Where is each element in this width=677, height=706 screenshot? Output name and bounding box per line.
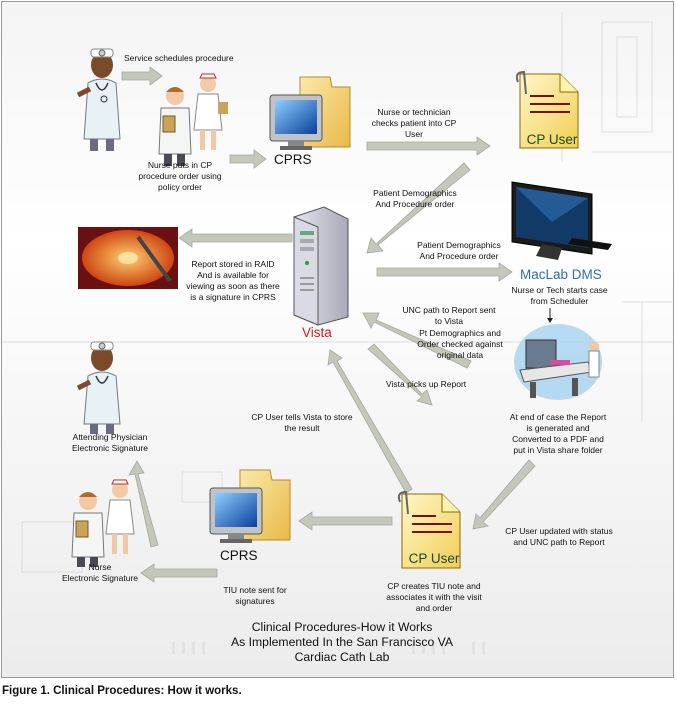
- cath-lab-icon: [514, 324, 602, 400]
- document-icon: [515, 70, 579, 149]
- arrow-maclab-to-vista-unc: [362, 312, 472, 369]
- nurse-icon: [105, 479, 135, 554]
- computer-monitor-icon: [209, 469, 291, 543]
- label-cprs-top: CPRS: [274, 152, 312, 167]
- arrow-vista-to-case-end: [367, 343, 433, 406]
- arrow-case-end-to-cpuser: [472, 459, 536, 530]
- label-patient-demo-2: Patient Demographics And Procedure order: [417, 240, 501, 261]
- nurse-icon: [158, 87, 192, 166]
- label-nurse-sig: Nurse Electronic Signature: [61, 562, 139, 583]
- label-nurse-puts-order: Nurse puts in CP procedure order using p…: [138, 160, 222, 192]
- figure-caption: Figure 1. Clinical Procedures: How it wo…: [2, 685, 242, 697]
- arrow-cprs-to-cpuser: [366, 136, 491, 156]
- widescreen-monitor-icon: [511, 181, 612, 260]
- server-icon: [293, 206, 349, 326]
- arrow-cpuser-to-vista-store: [327, 349, 413, 494]
- label-cp-user-tells: CP User tells Vista to store the result: [251, 412, 353, 433]
- label-maclab: MacLab DMS: [520, 267, 602, 282]
- label-attending-sig: Attending Physician Electronic Signature: [71, 432, 149, 453]
- label-vista-picks-up: Vista picks up Report: [386, 379, 467, 389]
- label-cp-user-updated: CP User updated with status and UNC path…: [505, 526, 613, 547]
- nurse-icon: [71, 492, 105, 567]
- label-tiu-sent: TIU note sent for signatures: [223, 585, 287, 606]
- diagram-title: Clinical Procedures-How it Works As Impl…: [231, 620, 453, 664]
- label-service-schedules: Service schedules procedure: [124, 53, 234, 63]
- arrow-cpuser-to-cprs: [298, 511, 393, 531]
- diagram-frame: Service schedules procedure Nurse puts i…: [1, 1, 674, 678]
- label-cp-creates-tiu: CP creates TIU note and associates it wi…: [386, 581, 482, 613]
- label-pt-demo-checked: Pt Demographics and Order checked agains…: [417, 328, 503, 360]
- arrow-cprs-to-nurse-sig: [140, 563, 218, 583]
- arrow-service-to-nurse: [121, 66, 163, 86]
- arrow-vista-to-raid: [178, 228, 293, 248]
- label-nurse-starts-case: Nurse or Tech starts case from Scheduler: [511, 285, 608, 306]
- document-icon: [397, 490, 461, 569]
- arrow-nurse-to-attending: [128, 460, 159, 548]
- arrow-vista-to-maclab: [376, 262, 513, 282]
- arrow-order-to-cprs: [229, 149, 267, 169]
- hard-drive-icon: [78, 227, 178, 289]
- label-nurse-checks: Nurse or technician checks patient into …: [371, 107, 457, 139]
- label-end-of-case: At end of case the Report is generated a…: [509, 412, 607, 455]
- label-report-stored: Report stored in RAID And is available f…: [186, 259, 280, 302]
- label-cp-user-top: CP User: [526, 132, 578, 147]
- label-patient-demo-1: Patient Demographics And Procedure order: [373, 188, 457, 209]
- computer-monitor-icon: [269, 76, 351, 150]
- label-vista: Vista: [302, 325, 332, 340]
- doctor-icon: [76, 341, 121, 434]
- label-cp-user-bottom: CP User: [408, 551, 460, 566]
- label-cprs-bottom: CPRS: [220, 548, 258, 563]
- label-unc-path-sent: UNC path to Report sent to Vista: [402, 305, 496, 326]
- doctor-icon: [76, 48, 121, 151]
- arrow-cpuser-to-vista: [366, 162, 471, 254]
- arrow-scheduler-down: [547, 308, 553, 323]
- nurse-icon: [193, 73, 228, 150]
